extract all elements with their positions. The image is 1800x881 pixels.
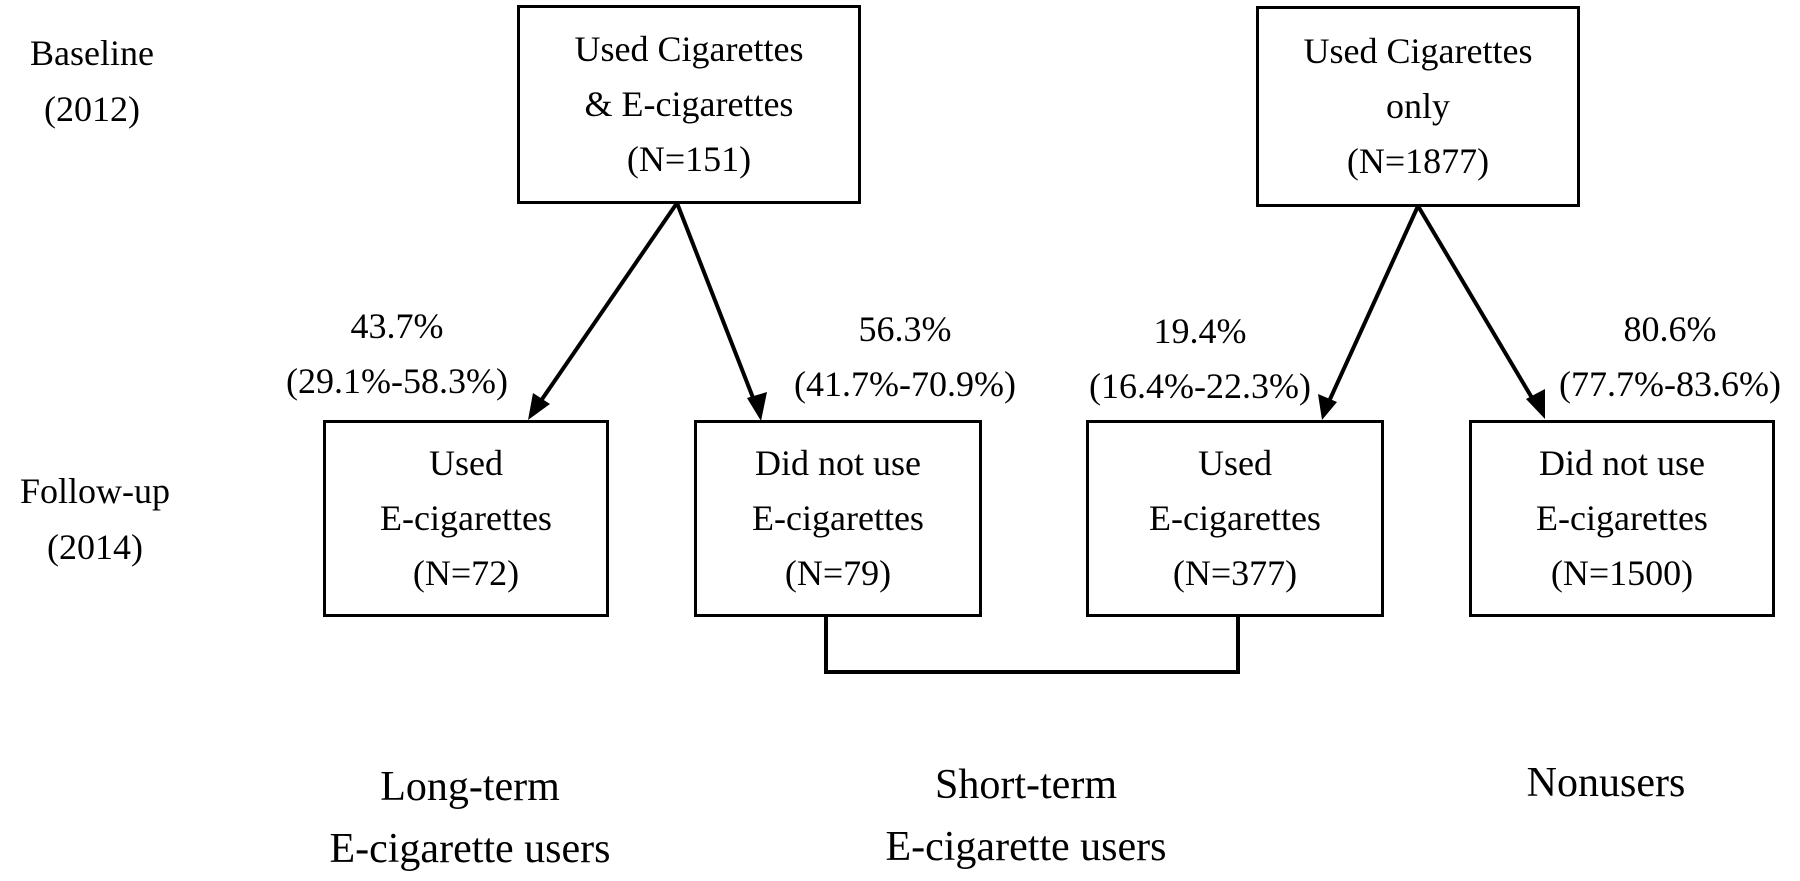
pct-label-cig-used-value: 19.4% [1153,311,1247,351]
group-label-short-term: Short-term E-cigarette users [826,754,1226,878]
box-followup-cigarettes-not-used-count: (N=1500) [1550,553,1694,593]
pct-label-dual-used: 43.7% (29.1%-58.3%) [262,299,532,409]
pct-label-dual-used-ci: (29.1%-58.3%) [286,361,508,401]
box-followup-dual-used-line1: Used [429,443,503,483]
group-label-long-term-line1: Long-term [380,764,560,810]
box-followup-cigarettes-not-used-line1: Did not use [1539,443,1705,483]
row-label-followup-year: (2014) [47,527,143,567]
arrow-dual-to-used [534,201,679,410]
arrowhead-dual-to-used [528,393,550,420]
row-label-followup: Follow-up (2014) [0,463,190,575]
row-label-baseline-year: (2012) [44,89,140,129]
arrowhead-cig-only-to-not-used [1526,389,1545,419]
arrow-cig-only-to-used [1324,205,1420,409]
box-baseline-cigarettes-only: Used Cigarettes only (N=1877) [1256,6,1580,207]
arrow-dual-to-not-used [675,202,759,409]
group-label-short-term-line1: Short-term [935,762,1117,808]
box-baseline-cigarettes-only-line1: Used Cigarettes [1303,31,1533,71]
group-label-long-term: Long-term E-cigarette users [270,756,670,880]
group-label-nonusers-line1: Nonusers [1526,760,1686,806]
bracket-short-term [824,615,1240,674]
group-label-nonusers: Nonusers [1406,752,1800,814]
pct-label-dual-not-used: 56.3% (41.7%-70.9%) [770,302,1040,412]
row-label-followup-title: Follow-up [19,471,170,511]
box-followup-dual-not-used: Did not use E-cigarettes (N=79) [694,420,982,617]
box-baseline-dual-use: Used Cigarettes & E-cigarettes (N=151) [517,5,861,204]
box-followup-cigarettes-used-line2: E-cigarettes [1149,498,1321,538]
pct-label-cig-not-used-ci: (77.7%-83.6%) [1559,364,1781,404]
box-followup-dual-not-used-line2: E-cigarettes [752,498,924,538]
arrow-cig-only-to-not-used [1416,204,1540,410]
pct-label-cig-used-ci: (16.4%-22.3%) [1089,366,1311,406]
box-baseline-dual-use-count: (N=151) [626,139,752,179]
box-followup-dual-not-used-count: (N=79) [784,553,892,593]
box-baseline-cigarettes-only-count: (N=1877) [1346,141,1490,181]
pct-label-cig-not-used: 80.6% (77.7%-83.6%) [1535,302,1800,412]
box-followup-dual-not-used-line1: Did not use [755,443,921,483]
row-label-baseline: Baseline (2012) [2,25,182,137]
group-label-short-term-line2: E-cigarette users [885,824,1167,870]
box-followup-cigarettes-not-used-line2: E-cigarettes [1536,498,1708,538]
arrowhead-cig-only-to-used [1318,394,1337,420]
pct-label-dual-not-used-ci: (41.7%-70.9%) [794,364,1016,404]
box-baseline-dual-use-line2: & E-cigarettes [584,84,794,124]
box-followup-cigarettes-not-used: Did not use E-cigarettes (N=1500) [1469,420,1775,617]
row-label-baseline-title: Baseline [30,33,154,73]
box-followup-dual-used: Used E-cigarettes (N=72) [323,420,609,617]
pct-label-dual-used-value: 43.7% [350,306,444,346]
pct-label-dual-not-used-value: 56.3% [858,309,952,349]
pct-label-cig-not-used-value: 80.6% [1623,309,1717,349]
box-followup-cigarettes-used: Used E-cigarettes (N=377) [1086,420,1384,617]
box-baseline-dual-use-line1: Used Cigarettes [574,29,804,69]
pct-label-cig-used: 19.4% (16.4%-22.3%) [1065,304,1335,414]
box-followup-cigarettes-used-line1: Used [1198,443,1272,483]
box-followup-dual-used-count: (N=72) [412,553,520,593]
arrowhead-dual-to-not-used [747,392,767,421]
box-baseline-cigarettes-only-line2: only [1385,86,1450,126]
box-followup-cigarettes-used-count: (N=377) [1172,553,1298,593]
group-label-long-term-line2: E-cigarette users [329,826,611,872]
box-followup-dual-used-line2: E-cigarettes [380,498,552,538]
